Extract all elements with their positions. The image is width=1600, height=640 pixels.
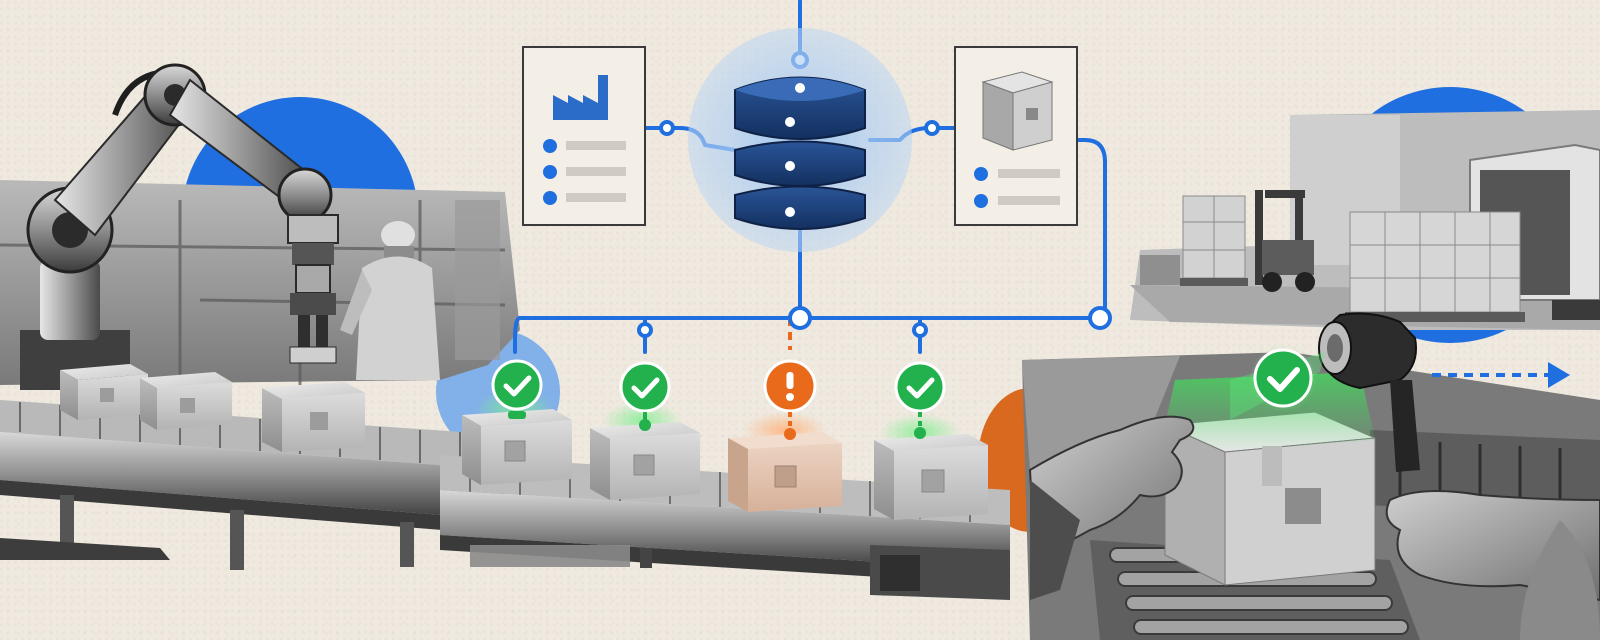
box-inspect-4 (874, 434, 988, 520)
box-inspect-1 (462, 409, 572, 485)
check-icon (894, 361, 946, 439)
check-icon (491, 359, 543, 419)
alert-icon (763, 359, 817, 440)
package-record-card (954, 46, 1078, 226)
database-layer-bottom (734, 185, 866, 230)
box-left-1 (60, 364, 148, 420)
conveyor-center (440, 455, 1010, 600)
factory-icon (553, 75, 608, 120)
check-icon (1249, 344, 1317, 412)
inspection-markers (491, 344, 1317, 440)
database-layer-middle (734, 140, 866, 187)
robot-arm (20, 63, 339, 390)
left-glove (1028, 415, 1195, 600)
package-icon (981, 71, 1054, 151)
box-inspect-2 (590, 422, 700, 500)
check-icon (619, 361, 671, 431)
database-icon (688, 28, 912, 252)
inspected-boxes (462, 409, 988, 520)
box-inspect-3-flagged (728, 432, 842, 512)
right-glove (1385, 490, 1600, 640)
boxes-left (60, 364, 365, 452)
scanned-box (1163, 372, 1376, 586)
conveyor-left (0, 400, 505, 570)
worker-figure (340, 221, 440, 380)
hand-scan-photo (1022, 312, 1600, 640)
box-left-2 (140, 372, 232, 430)
pallet-stack-right (1345, 211, 1525, 322)
barcode-scanner (1230, 312, 1420, 472)
forklift (1255, 190, 1315, 292)
pallet-stack-left (1140, 195, 1248, 286)
factory-record-card (522, 46, 646, 226)
warehouse-photo (1130, 110, 1600, 330)
box-left-3 (262, 382, 365, 452)
arrow-right-icon (1432, 362, 1570, 388)
package-card-rows (974, 167, 1060, 208)
factory-card-rows (543, 139, 626, 205)
database-layer-top (734, 76, 866, 140)
